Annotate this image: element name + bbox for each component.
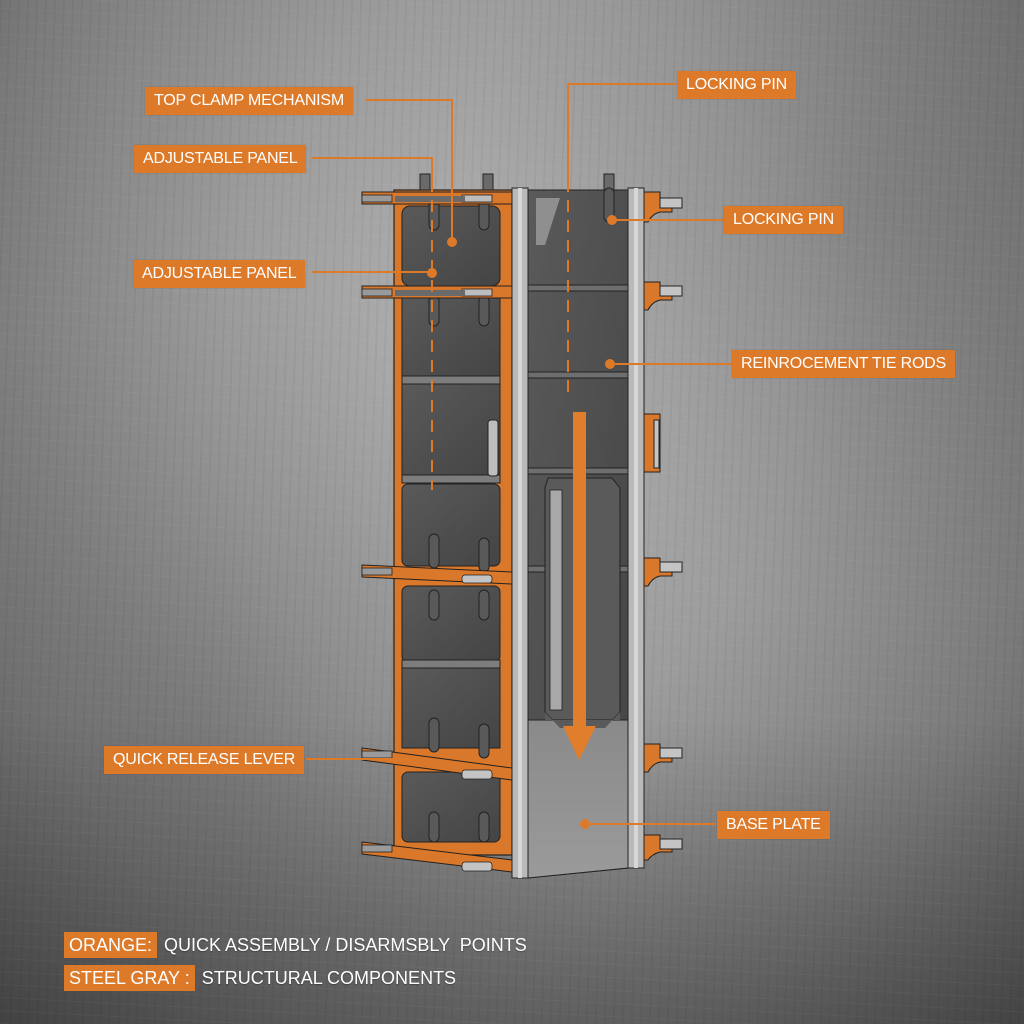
legend-key-steel-gray: STEEL GRAY : — [64, 965, 195, 991]
right-side-clamps — [643, 191, 683, 861]
legend-orange: ORANGE: QUICK ASSEMBLY / DISARMSBLY POIN… — [64, 932, 527, 958]
legend-description: STRUCTURAL COMPONENTS — [201, 968, 457, 988]
left-panel-assembly — [361, 173, 615, 873]
callout-locking-pin: LOCKING PIN — [724, 206, 843, 234]
callout-adjustable-panel: ADJUSTABLE PANEL — [134, 145, 307, 173]
callout-top-clamp-mechanism: TOP CLAMP MECHANISM — [145, 87, 354, 115]
callout-adjustable-panel: ADJUSTABLE PANEL — [133, 260, 306, 288]
legend-steel-gray: STEEL GRAY : STRUCTURAL COMPONENTS — [64, 965, 456, 991]
callout-base-plate: BASE PLATE — [717, 811, 830, 839]
legend-key-orange: ORANGE: — [64, 932, 158, 958]
leader-lines — [306, 83, 732, 825]
callout-quick-release-lever: QUICK RELEASE LEVER — [104, 746, 305, 774]
leader-dots — [427, 215, 617, 829]
callout-reinforcement-tie-rods: REINROCEMENT TIE RODS — [732, 350, 956, 378]
corner-posts — [511, 187, 645, 879]
clamp-bars — [361, 191, 513, 873]
callout-locking-pin: LOCKING PIN — [677, 71, 796, 99]
down-arrow-icon — [563, 412, 596, 760]
legend-description: QUICK ASSEMBLY / DISARMSBLY POINTS — [164, 935, 527, 955]
